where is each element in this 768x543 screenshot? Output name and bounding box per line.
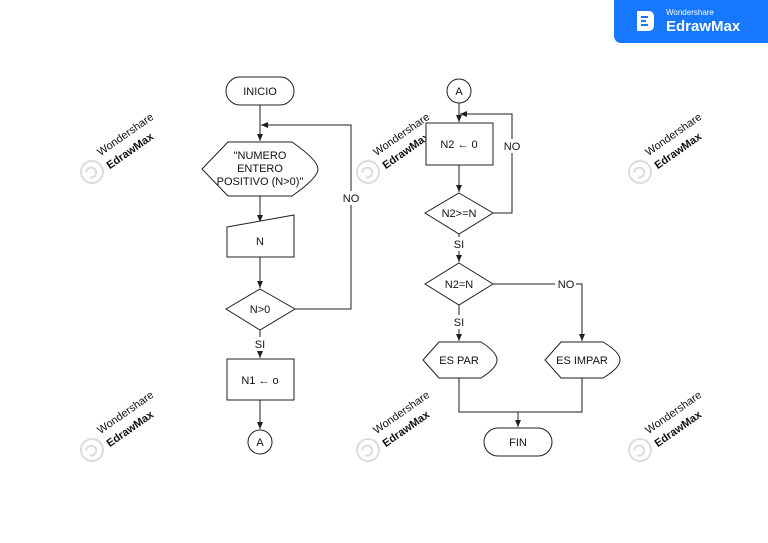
edge-impar-to-fin: [518, 378, 583, 413]
edrawmax-brand-badge: Wondershare EdrawMax: [614, 0, 768, 43]
watermark-top-right: Wondershare EdrawMax: [628, 111, 705, 184]
es-impar-label: ES IMPAR: [556, 355, 608, 367]
decision-n-label: N>0: [250, 304, 271, 316]
edge-label-loop1-no: NO: [343, 193, 360, 205]
prompt-line-1: "NUMERO: [234, 150, 287, 162]
brand-product-text: EdrawMax: [666, 18, 741, 35]
edge-par-to-fin: [458, 378, 518, 413]
prompt-line-3: POSITIVO (N>0)": [217, 176, 304, 188]
start-terminator: INICIO: [225, 76, 295, 106]
edge-loop1-no: [261, 122, 352, 310]
edge-label-n-si: SI: [255, 339, 265, 351]
process-n1-assign: N1 ← o: [226, 358, 295, 401]
decision-n2-eq-label: N2=N: [445, 279, 473, 291]
edrawmax-logo-icon: [637, 11, 654, 31]
prompt-line-2: ENTERO: [237, 163, 283, 175]
input-n-label: N: [256, 236, 264, 248]
brand-company-text: Wondershare: [666, 8, 714, 17]
prompt-display: "NUMERO ENTERO POSITIVO (N>0)": [201, 141, 319, 197]
edge-cond-eq-no-to-impar: [493, 283, 585, 341]
edge-label-n2eq-si: SI: [454, 317, 464, 329]
process-n2-label: N2 ← 0: [440, 139, 477, 151]
watermark-bottom-left: Wondershare EdrawMax: [80, 389, 157, 462]
start-label: INICIO: [243, 86, 277, 98]
decision-n-positive: N>0: [225, 288, 296, 331]
end-terminator: FIN: [483, 427, 553, 457]
edge-label-n2ge-si: SI: [454, 239, 464, 251]
watermark-bottom-center: Wondershare EdrawMax: [356, 389, 433, 462]
input-n-manual: N: [226, 214, 295, 258]
connector-a-out: A: [247, 429, 273, 455]
decision-n2-ge-label: N2>=N: [442, 208, 477, 220]
watermark-top-left: Wondershare EdrawMax: [80, 111, 157, 184]
connector-a-out-label: A: [256, 437, 264, 449]
edge-label-n2eq-no: NO: [558, 279, 575, 291]
edge-loop2-no: [460, 111, 513, 214]
edge-label-loop2-no: NO: [504, 141, 521, 153]
process-n1-label: N1 ← o: [241, 375, 278, 387]
display-es-par: ES PAR: [422, 341, 498, 379]
watermark-bottom-right: Wondershare EdrawMax: [628, 389, 705, 462]
es-par-label: ES PAR: [439, 355, 479, 367]
end-label: FIN: [509, 437, 527, 449]
connector-a-in-label: A: [455, 86, 463, 98]
connector-a-in: A: [446, 78, 472, 104]
decision-n2-eq-n: N2=N: [424, 262, 494, 306]
display-es-impar: ES IMPAR: [544, 341, 621, 379]
process-n2-assign: N2 ← 0: [425, 122, 494, 166]
decision-n2-ge-n: N2>=N: [424, 192, 494, 235]
